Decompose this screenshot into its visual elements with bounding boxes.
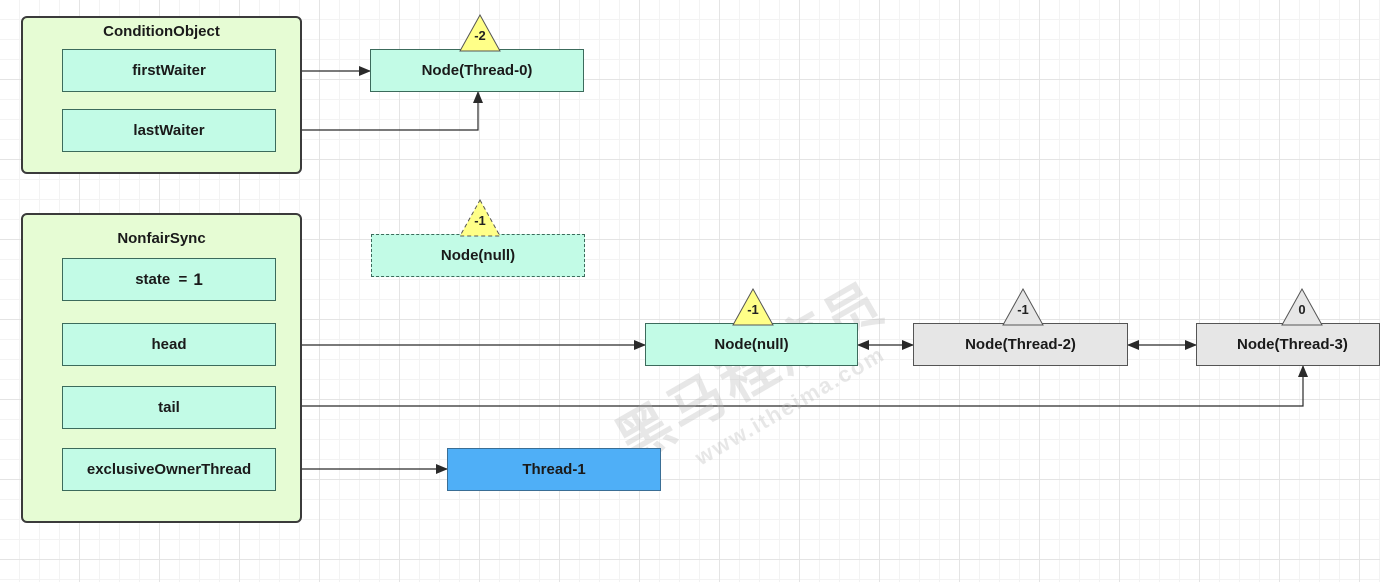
badge-null-detached-value: -1 — [474, 213, 486, 228]
first-waiter-field[interactable]: firstWaiter — [62, 49, 276, 92]
triangle-icon — [1002, 288, 1044, 326]
badge-thread-0-value: -2 — [474, 28, 486, 43]
tail-field[interactable]: tail — [62, 386, 276, 429]
badge-null-detached: -1 — [459, 199, 501, 237]
badge-thread-3-value: 0 — [1298, 302, 1306, 317]
state-field[interactable]: state = 1 — [62, 258, 276, 301]
arrow-lastwaiter-to-thread0 — [276, 91, 483, 131]
node-null-detached[interactable]: Node(null) — [371, 234, 585, 277]
arrow-tail-to-thread3 — [275, 365, 1308, 411]
triangle-icon — [732, 288, 774, 326]
thread-1-box[interactable]: Thread-1 — [447, 448, 661, 491]
badge-null-queue-head: -1 — [732, 288, 774, 326]
nonfair-sync-title: NonfairSync — [117, 230, 206, 247]
state-label: state = — [135, 271, 188, 288]
head-field[interactable]: head — [62, 323, 276, 366]
node-thread-3[interactable]: Node(Thread-3) — [1196, 323, 1380, 366]
badge-thread-2: -1 — [1002, 288, 1044, 326]
connector-lines — [275, 66, 1308, 474]
state-value: 1 — [193, 269, 203, 289]
badge-thread-3: 0 — [1281, 288, 1323, 326]
node-thread-0[interactable]: Node(Thread-0) — [370, 49, 584, 92]
triangle-icon — [459, 14, 501, 52]
last-waiter-field[interactable]: lastWaiter — [62, 109, 276, 152]
node-thread-2[interactable]: Node(Thread-2) — [913, 323, 1128, 366]
condition-object-title: ConditionObject — [103, 23, 220, 40]
exclusive-owner-thread-field[interactable]: exclusiveOwnerThread — [62, 448, 276, 491]
node-null-queue-head[interactable]: Node(null) — [645, 323, 858, 366]
badge-thread-2-value: -1 — [1017, 302, 1029, 317]
badge-null-queue-head-value: -1 — [747, 302, 759, 317]
badge-thread-0: -2 — [459, 14, 501, 52]
triangle-icon — [459, 199, 501, 237]
triangle-icon — [1281, 288, 1323, 326]
